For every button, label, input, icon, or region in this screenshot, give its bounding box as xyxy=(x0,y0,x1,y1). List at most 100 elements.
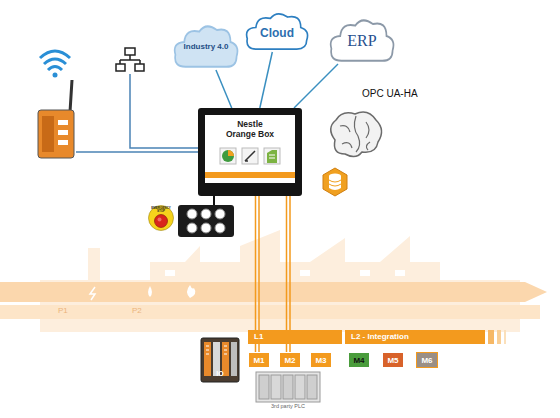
node-text: 3rd party PLC xyxy=(254,403,322,409)
connector-line xyxy=(216,70,232,108)
decoration xyxy=(158,218,162,222)
wifi-symbol xyxy=(40,51,70,78)
database-symbol xyxy=(323,168,347,196)
decoration xyxy=(360,270,370,276)
decoration xyxy=(187,223,197,233)
decoration xyxy=(42,116,54,152)
decoration xyxy=(201,209,211,219)
decoration xyxy=(307,375,317,399)
decoration xyxy=(271,375,281,399)
decoration xyxy=(155,215,168,228)
cloud-node: Industry 4.0 xyxy=(172,22,240,70)
decoration xyxy=(231,342,237,376)
decoration xyxy=(205,172,295,178)
emergency-stop: EMERGENCY STOP xyxy=(148,205,174,231)
node-text: M5 xyxy=(383,353,403,369)
wireless-router xyxy=(38,80,74,158)
keypad xyxy=(178,196,234,237)
decoration xyxy=(58,120,68,125)
decoration xyxy=(90,287,95,300)
decoration xyxy=(76,151,198,153)
decoration xyxy=(395,270,405,276)
decoration xyxy=(283,375,293,399)
decoration xyxy=(116,64,125,71)
decoration xyxy=(0,282,547,302)
decoration xyxy=(44,59,66,64)
module-box: M6 xyxy=(416,352,438,368)
io-module: IO xyxy=(198,334,242,386)
decoration xyxy=(267,150,277,163)
decoration xyxy=(264,148,280,164)
module-box: M1 xyxy=(248,352,270,368)
decoration xyxy=(497,330,501,344)
decoration xyxy=(222,150,234,162)
cloud-node: Cloud xyxy=(244,10,310,52)
decoration xyxy=(201,223,211,233)
module-box: M2 xyxy=(279,352,301,368)
decoration xyxy=(205,115,295,183)
connector-line xyxy=(256,196,260,352)
node-text: ERP xyxy=(328,16,396,50)
network-wires xyxy=(76,74,198,152)
io-device xyxy=(198,334,242,386)
decoration xyxy=(269,155,275,158)
decoration xyxy=(259,375,269,399)
decoration xyxy=(178,205,234,237)
layer-band: L1 xyxy=(248,330,342,344)
node-text: L1 xyxy=(248,330,342,344)
text-label: P2 xyxy=(132,306,142,315)
node-text: M1 xyxy=(249,353,269,369)
decoration xyxy=(58,130,68,135)
layer-band: L2 - Integration xyxy=(345,330,485,344)
node-text: M6 xyxy=(417,353,437,369)
text-label: P1 xyxy=(58,306,68,315)
node-text: M2 xyxy=(280,353,300,369)
network-symbol xyxy=(116,48,144,71)
decoration xyxy=(187,209,197,219)
decoration xyxy=(295,375,305,399)
node-text: M3 xyxy=(311,353,331,369)
brain-symbol xyxy=(331,112,382,157)
decoration xyxy=(187,285,195,298)
decoration xyxy=(130,74,198,148)
decoration xyxy=(323,168,347,196)
connector-line xyxy=(260,52,272,108)
decoration xyxy=(165,270,175,276)
decoration xyxy=(331,112,382,157)
node-text: Industry 4.0 xyxy=(172,22,240,51)
decoration xyxy=(215,223,225,233)
decoration xyxy=(135,64,144,71)
text-label: OPC UA-HA xyxy=(362,88,418,99)
decoration xyxy=(488,330,494,344)
decoration xyxy=(120,55,140,64)
module-box: M4 xyxy=(348,352,370,368)
decoration xyxy=(300,270,310,276)
decoration xyxy=(228,150,234,156)
decoration xyxy=(220,148,236,164)
factory-silhouette xyxy=(0,230,547,332)
decoration xyxy=(256,372,320,402)
decoration xyxy=(148,286,152,297)
decoration xyxy=(213,196,215,205)
decoration xyxy=(340,116,370,152)
decoration xyxy=(204,342,211,376)
module-box: M3 xyxy=(310,352,332,368)
decoration xyxy=(125,48,135,55)
node-text: L2 - Integration xyxy=(345,330,485,344)
decoration xyxy=(504,330,506,344)
decoration xyxy=(206,346,227,354)
node-text: Nestle Orange Box xyxy=(223,119,277,139)
decoration xyxy=(329,180,341,186)
controller-screen: Nestle Orange Box xyxy=(198,108,302,196)
node-text: EMERGENCY STOP xyxy=(151,207,171,214)
decoration xyxy=(215,209,225,219)
decoration xyxy=(242,148,258,164)
connector-line xyxy=(287,196,291,352)
decoration xyxy=(0,305,540,319)
decoration xyxy=(329,176,341,190)
module-box: M5 xyxy=(382,352,404,368)
decoration xyxy=(149,206,174,231)
cloud-node: ERP xyxy=(328,16,396,64)
plc-unit: 3rd party PLC xyxy=(254,370,322,412)
